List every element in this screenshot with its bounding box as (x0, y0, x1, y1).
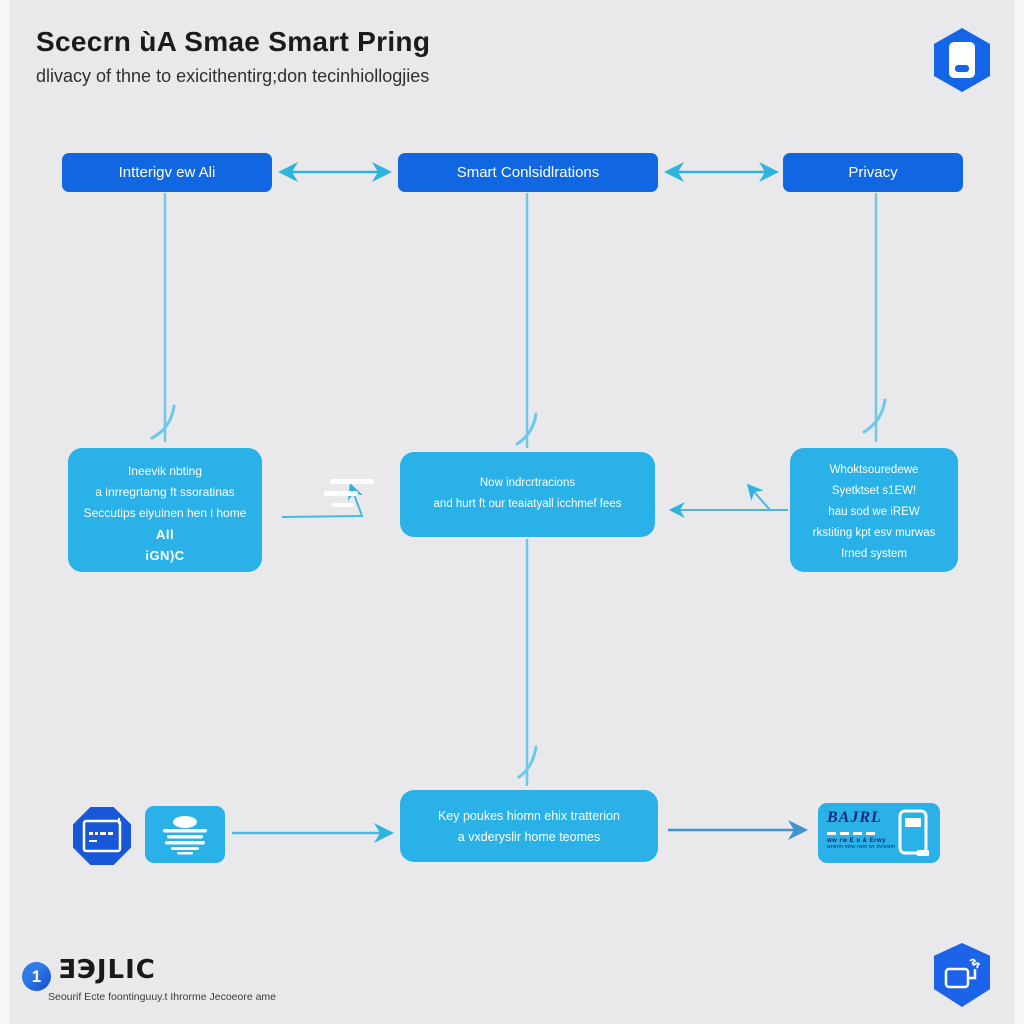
node-line: All (155, 527, 175, 542)
node-middle-center: Now indrcrtracions and hurt ft our teaia… (400, 452, 655, 537)
node-line: iGN)C (145, 548, 185, 563)
phone-icon (898, 809, 929, 856)
badge-dashes (827, 832, 879, 835)
node-line: rkstiting kpt esv murwas (812, 527, 936, 539)
node-line: Now indrcrtracions (479, 477, 576, 489)
node-interview-ai: Intterigv ew Ali (62, 153, 272, 192)
circle-one-icon: 1 (22, 962, 51, 991)
logo-mark: 1 (31, 966, 42, 986)
right-edge-strip (1015, 0, 1024, 1024)
octagon-screen-icon (73, 807, 131, 865)
node-label: Privacy (848, 164, 898, 181)
node-line: Seccutips eiyuinen hen i home (83, 506, 247, 520)
left-edge-strip (0, 0, 9, 1024)
node-label: Intterigv ew Ali (118, 164, 216, 181)
node-line: Ineevik nbting (127, 464, 203, 478)
node-line: hau sod we iREW (828, 506, 920, 518)
striped-globe-icon (145, 806, 225, 863)
globe-glyph (163, 815, 207, 854)
logo-text: ƎЭJLIC (58, 955, 156, 985)
node-label: Smart Conlsidlrations (456, 164, 600, 181)
node-middle-right: Whoktsouredewe Syetktset s1EW! hau sod w… (790, 448, 958, 572)
page-subtitle: dlivacy of thne to exicithentirg;don tec… (36, 66, 430, 86)
node-bottom-center: Key poukes hiomn ehix tratterion a vxder… (400, 790, 658, 862)
badge-subline: wrwrm mrw rwm wr mrwwm (827, 844, 896, 850)
badge-title: BAJRL (827, 809, 882, 826)
device-glyph (949, 42, 975, 78)
node-line: Syetktset s1EW! (831, 485, 917, 497)
badge-subline: ww rw E u & Erwy (827, 838, 887, 844)
device-glyph (944, 958, 981, 989)
node-line: and hurt ft our teaiatyall icchmef fees (433, 498, 622, 510)
node-line: a inrregrtamg ft ssoratinas (95, 485, 235, 499)
node-privacy: Privacy (783, 153, 963, 192)
header: Scecrn ùA Smae Smart Pring dlivacy of th… (36, 26, 430, 87)
stripes-artifact-icon (324, 479, 374, 514)
footer-tagline: Seourif Ecte foontinguuy.t Ihrorme Jecoe… (48, 991, 277, 1003)
node-line: Irned system (841, 548, 907, 560)
screen-glyph (82, 818, 122, 853)
node-line: Key poukes hiomn ehix tratterion (437, 809, 621, 823)
node-line: Whoktsouredewe (829, 464, 919, 476)
node-line: a vxderyslir home teomes (457, 830, 601, 844)
node-middle-left: Ineevik nbting a inrregrtamg ft ssoratin… (68, 448, 262, 572)
bajrl-badge: BAJRL ww rw E u & Erwy wrwrm mrw rwm wr … (818, 803, 940, 863)
page-title: Scecrn ùA Smae Smart Pring (36, 26, 431, 57)
node-smart-considerations: Smart Conlsidlrations (398, 153, 658, 192)
